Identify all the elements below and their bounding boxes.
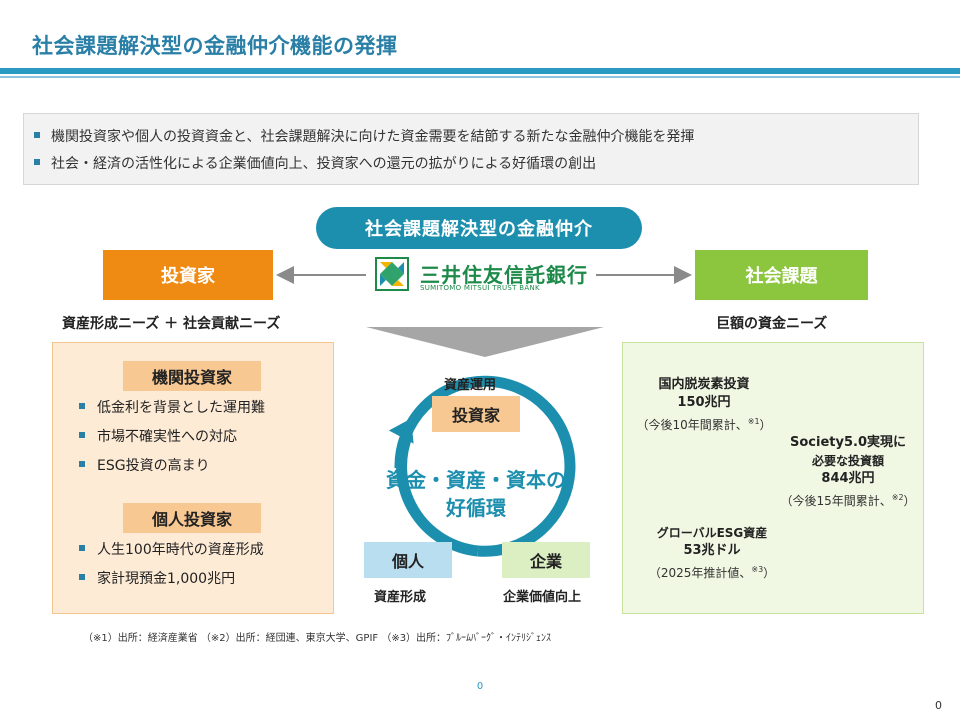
corporate-value-label: 企業価値向上 xyxy=(503,590,582,605)
trust-bank-logo-icon xyxy=(375,257,409,291)
bullet-square-icon xyxy=(34,159,40,165)
cycle-ring xyxy=(394,375,576,557)
asset-building-label: 資産形成 xyxy=(374,590,427,605)
asset-management-label: 資産運用 xyxy=(444,378,497,393)
social-issue-panel xyxy=(622,342,924,614)
title-underline-thin xyxy=(0,76,960,78)
footnote: （※1）出所：経済産業省 （※2）出所：経団連、東京大学、GPIF （※3）出所… xyxy=(83,633,552,644)
summary-item: 社会・経済の活性化による企業価値向上、投資家への還元の拡がりによる好循環の創出 xyxy=(34,151,918,178)
bank-logo-subtext: SUMITOMO MITSUI TRUST BANK xyxy=(420,284,540,292)
list-item: ESG投資の高まり xyxy=(79,452,265,481)
bullet-square-icon xyxy=(79,403,85,409)
bullet-square-icon xyxy=(34,132,40,138)
esg-circle-text: グローバルESG資産 53兆ドル （2025年推計値、※3） xyxy=(648,526,776,580)
investor-box: 投資家 xyxy=(103,250,273,300)
bullet-square-icon xyxy=(79,545,85,551)
social-needs-label: 巨額の資金ニーズ xyxy=(716,316,828,332)
individual-investor-label: 個人投資家 xyxy=(123,503,261,533)
page-number-center: 0 xyxy=(476,681,484,692)
summary-item: 機関投資家や個人の投資資金と、社会課題解決に向けた資金需要を結節する新たな金融仲… xyxy=(34,124,918,151)
cycle-company-box: 企業 xyxy=(502,542,590,578)
individual-investor-list: 人生100年時代の資産形成 家計現預金1,000兆円 xyxy=(79,536,264,594)
cycle-investor-box: 投資家 xyxy=(432,396,520,432)
page-title: 社会課題解決型の金融仲介機能の発揮 xyxy=(32,34,398,58)
bullet-square-icon xyxy=(79,432,85,438)
cycle-ring-segment xyxy=(396,431,479,557)
list-item: 家計現預金1,000兆円 xyxy=(79,565,264,594)
institutional-investor-label: 機関投資家 xyxy=(123,361,261,391)
list-item: 低金利を背景とした運用難 xyxy=(79,394,265,423)
virtuous-cycle-title: 資金・資産・資本の 好循環 xyxy=(386,468,566,520)
cycle-arrowhead-icon xyxy=(388,418,414,444)
society50-circle-text: Society5.0実現に 必要な投資額 844兆円 （今後15年間累計、※2） xyxy=(780,435,916,508)
page-number-right: 0 xyxy=(935,699,942,712)
list-item: 市場不確実性への対応 xyxy=(79,423,265,452)
arrow-right-icon xyxy=(674,266,692,284)
social-issue-box: 社会課題 xyxy=(695,250,868,300)
arrow-left-icon xyxy=(276,266,294,284)
financial-intermediation-pill: 社会課題解決型の金融仲介 xyxy=(316,207,642,249)
bank-logo-text: 三井住友信託銀行 xyxy=(420,263,588,287)
decarbon-circle-text: 国内脱炭素投資 150兆円 （今後10年間累計、※1） xyxy=(636,377,772,432)
down-arrow-icon xyxy=(366,327,604,357)
list-item: 人生100年時代の資産形成 xyxy=(79,536,264,565)
institutional-investor-list: 低金利を背景とした運用難 市場不確実性への対応 ESG投資の高まり xyxy=(79,394,265,481)
investor-panel: 機関投資家 低金利を背景とした運用難 市場不確実性への対応 ESG投資の高まり … xyxy=(52,342,334,614)
title-underline xyxy=(0,68,960,74)
investor-needs-label: 資産形成ニーズ ＋ 社会貢献ニーズ xyxy=(62,316,281,332)
bullet-square-icon xyxy=(79,574,85,580)
cycle-individual-box: 個人 xyxy=(364,542,452,578)
summary-box: 機関投資家や個人の投資資金と、社会課題解決に向けた資金需要を結節する新たな金融仲… xyxy=(23,113,919,185)
bullet-square-icon xyxy=(79,461,85,467)
